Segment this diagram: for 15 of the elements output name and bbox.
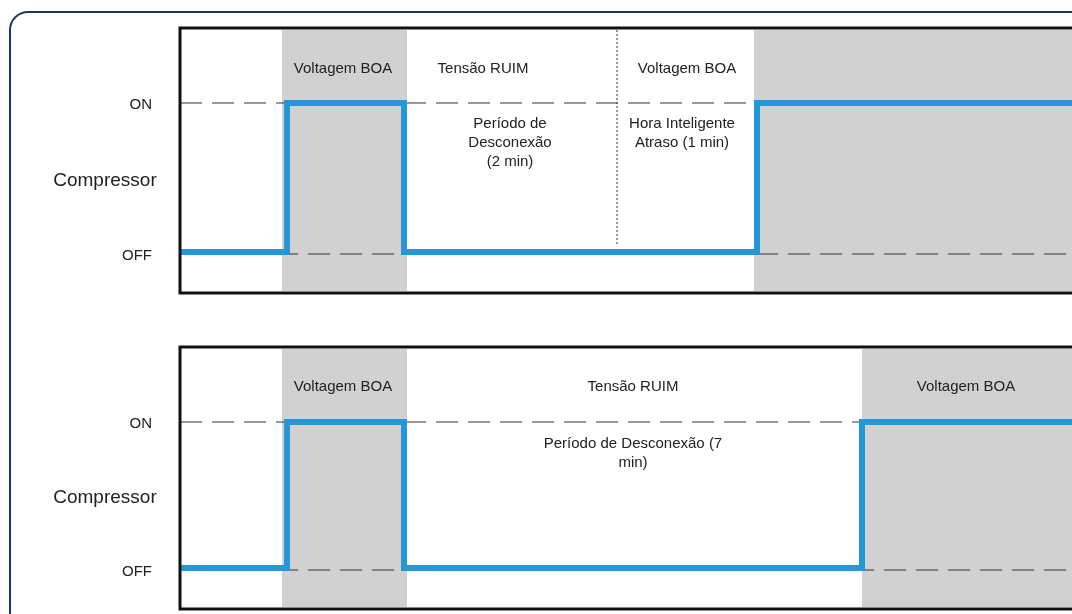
- annotation: Hora Inteligente Atraso (1 min): [628, 113, 736, 151]
- region-label: Tensão RUIM: [586, 376, 680, 395]
- axis-label: ON: [128, 94, 152, 113]
- region-label: Tensão RUIM: [436, 58, 530, 77]
- axis-label: OFF: [121, 561, 152, 580]
- axis-label: OFF: [121, 245, 152, 264]
- region-label: Voltagem BOA: [292, 58, 394, 77]
- region-label: Voltagem BOA: [292, 376, 394, 395]
- region-label: Voltagem BOA: [636, 58, 738, 77]
- axis-label: ON: [128, 413, 152, 432]
- annotation: Período de Desconexão (7 min): [543, 433, 723, 471]
- axis-title: Compressor: [52, 486, 158, 508]
- region-label: Voltagem BOA: [915, 376, 1017, 395]
- annotation: Período de Desconexão (2 min): [467, 113, 553, 170]
- axis-title: Compressor: [52, 169, 158, 191]
